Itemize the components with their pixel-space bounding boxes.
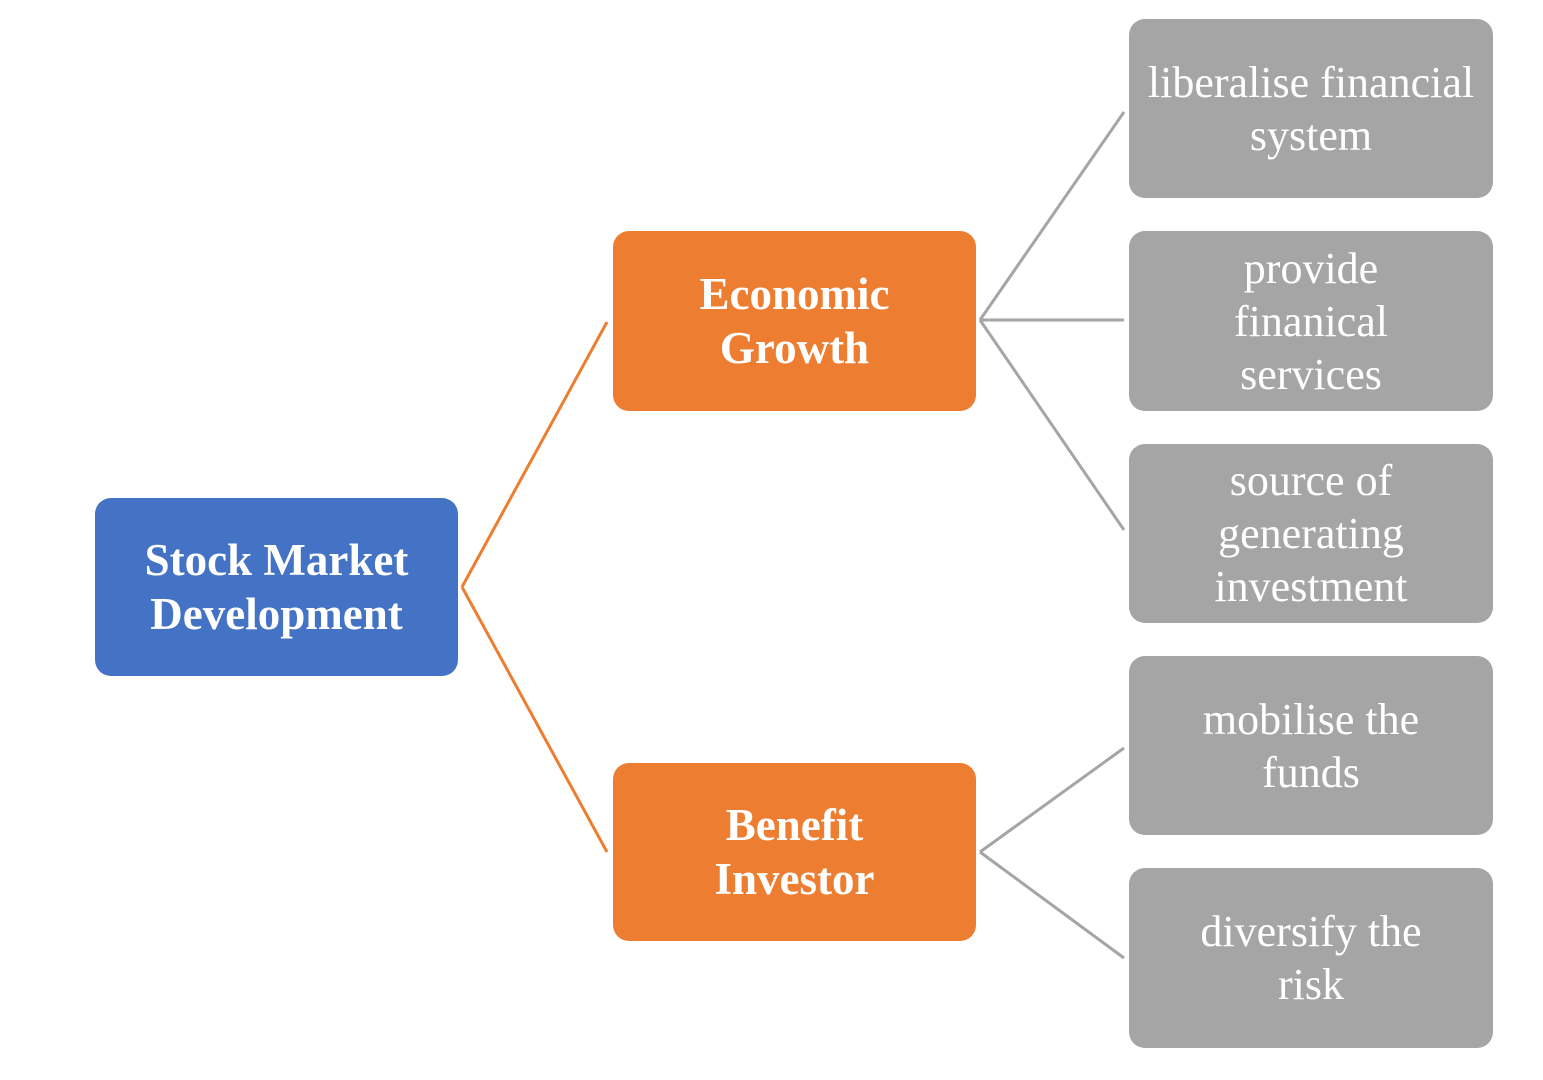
node-label: provide finanical services <box>1234 243 1388 399</box>
branch-node-economic-growth: Economic Growth <box>613 231 976 411</box>
leaf-node-source-investment: source of generating investment <box>1129 444 1493 623</box>
node-label: mobilise the funds <box>1202 694 1420 797</box>
node-label: liberalise financial system <box>1147 57 1475 160</box>
link-root-economic-growth <box>460 321 609 588</box>
branch-node-benefit-investor: Benefit Investor <box>613 763 976 941</box>
node-label: diversify the risk <box>1200 907 1422 1009</box>
link-economic-liberalise <box>978 111 1126 321</box>
node-label: Economic Growth <box>699 269 890 373</box>
link-economic-source <box>978 319 1126 531</box>
link-benefit-mobilise <box>979 746 1125 854</box>
link-root-benefit-investor <box>460 586 609 853</box>
leaf-node-provide-services: provide finanical services <box>1129 231 1493 411</box>
leaf-node-diversify-risk: diversify the risk <box>1129 868 1493 1048</box>
node-label: Stock Market Development <box>144 535 409 639</box>
leaf-node-mobilise-funds: mobilise the funds <box>1129 656 1493 835</box>
link-benefit-diversify <box>979 850 1125 960</box>
node-label: source of generating investment <box>1214 456 1408 611</box>
node-label: Benefit Investor <box>714 800 875 904</box>
root-node-stock-market-development: Stock Market Development <box>95 498 458 676</box>
leaf-node-liberalise: liberalise financial system <box>1129 19 1493 198</box>
